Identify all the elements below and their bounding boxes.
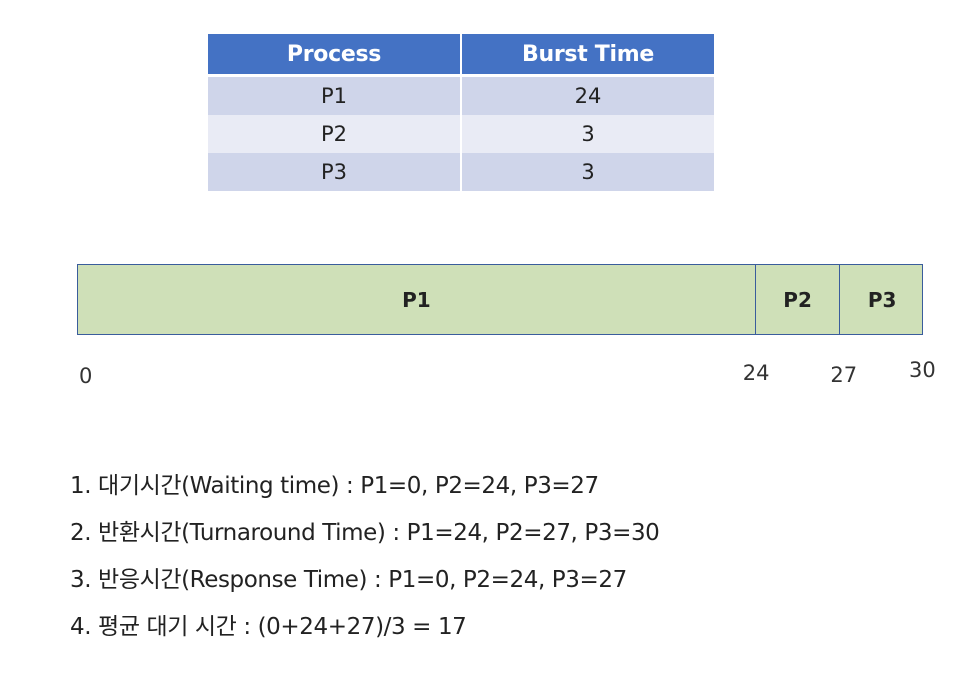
table-row: P1 24 — [208, 75, 714, 115]
table-header-row: Process Burst Time — [208, 34, 714, 77]
scheduling-notes: 1. 대기시간(Waiting time) : P1=0, P2=24, P3=… — [70, 463, 660, 651]
gantt-segment-p1: P1 — [402, 287, 431, 312]
header-process: Process — [208, 34, 462, 77]
axis-tick-label: 0 — [79, 364, 93, 388]
note-waiting-time: 1. 대기시간(Waiting time) : P1=0, P2=24, P3=… — [70, 473, 599, 499]
gantt-segment-p3: P3 — [839, 265, 924, 334]
axis-tick-label: 24 — [742, 361, 770, 385]
cell-process: P1 — [208, 75, 462, 115]
process-burst-table: Process Burst Time P1 24 P2 3 P3 3 — [208, 34, 714, 191]
table-row: P3 3 — [208, 153, 714, 191]
cell-burst-time: 24 — [461, 75, 714, 115]
note-response-time: 3. 반응시간(Response Time) : P1=0, P2=24, P3… — [70, 567, 627, 593]
note-turnaround-time: 2. 반환시간(Turnaround Time) : P1=24, P2=27,… — [70, 520, 660, 546]
cell-process: P2 — [208, 115, 462, 153]
axis-tick-label: 27 — [830, 363, 858, 387]
axis-tick-label: 30 — [909, 358, 936, 382]
cell-burst-time: 3 — [461, 115, 714, 153]
cell-process: P3 — [208, 153, 462, 191]
gantt-segment-p2: P2 — [754, 265, 840, 334]
header-burst-time: Burst Time — [461, 34, 714, 77]
cell-burst-time: 3 — [461, 153, 714, 191]
table-row: P2 3 — [208, 115, 714, 153]
note-average-waiting-time: 4. 평균 대기 시간 : (0+24+27)/3 = 17 — [70, 614, 467, 640]
